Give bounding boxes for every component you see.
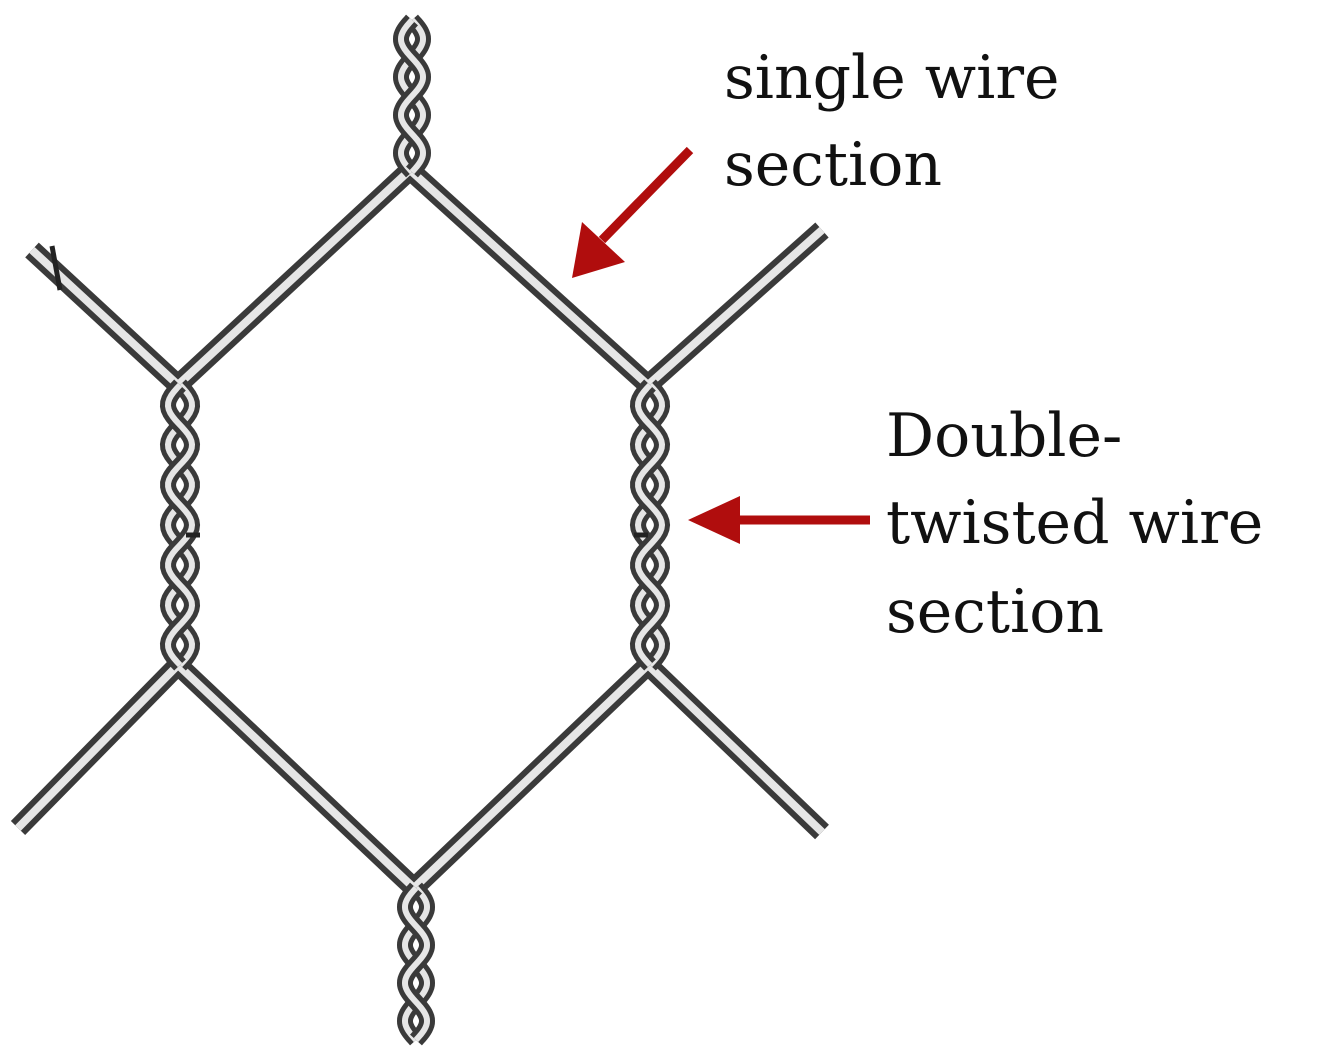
single-wire-arrow-head bbox=[572, 222, 625, 278]
twist-left-strand-core-2 bbox=[164, 382, 196, 668]
double-twisted-label-line1: Double- bbox=[886, 401, 1122, 471]
single-wire-label-line2: section bbox=[724, 130, 942, 200]
twist-top-strand-core-2 bbox=[397, 17, 427, 175]
annotation-arrows bbox=[572, 146, 870, 544]
twist-bottom-strand-core-2 bbox=[401, 885, 431, 1043]
double-twisted-label-line2: twisted wire bbox=[886, 488, 1263, 558]
wire-tick-mark bbox=[49, 245, 63, 291]
double-twisted-sections bbox=[159, 14, 671, 1046]
twist-right-strand-core-2 bbox=[634, 382, 666, 668]
twist-bottom-section bbox=[396, 882, 436, 1046]
single-wire-label-line1: single wire bbox=[724, 43, 1060, 113]
double-twisted-label-line3: section bbox=[886, 577, 1104, 647]
twist-left-strand-core-1 bbox=[164, 382, 196, 668]
twist-right-section bbox=[629, 379, 671, 671]
twist-top-section bbox=[392, 14, 432, 178]
annotation-labels: single wire section Double- twisted wire… bbox=[724, 43, 1263, 647]
twist-right-strand-core-1 bbox=[634, 382, 666, 668]
single-wire-arrow-shaft bbox=[598, 146, 694, 244]
double-twisted-arrow-head bbox=[688, 496, 740, 544]
twist-left-section bbox=[159, 379, 201, 671]
single-wire-segments bbox=[10, 162, 829, 896]
